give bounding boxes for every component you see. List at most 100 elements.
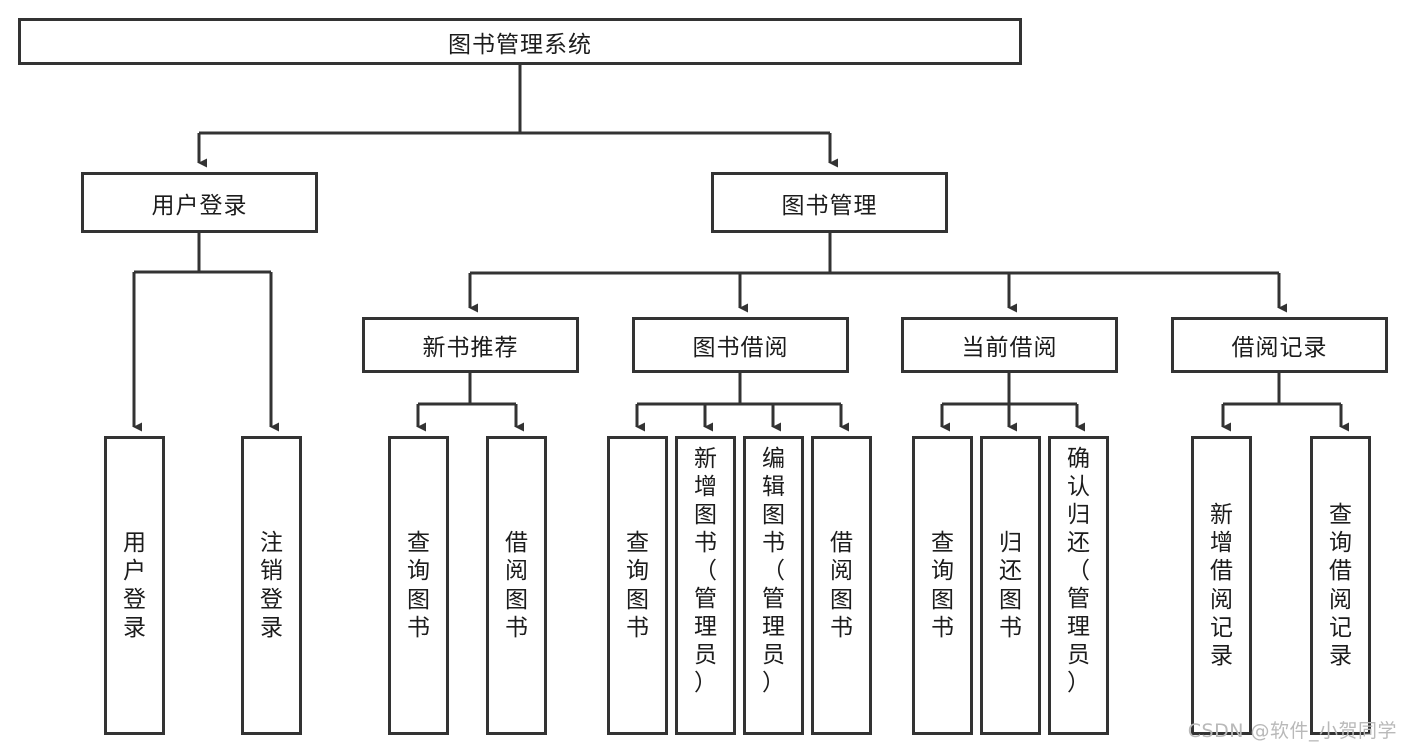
label-char: 书 bbox=[931, 614, 954, 641]
node-current-borrow[interactable]: 当前借阅 bbox=[901, 317, 1118, 373]
node-borrow-record-label: 借阅记录 bbox=[1231, 335, 1328, 361]
node-leaf-query-borrow-record-label: 查询借阅记录 bbox=[1313, 439, 1368, 732]
node-leaf-borrow-book-1-label: 借阅图书 bbox=[489, 439, 544, 732]
label-char: 还 bbox=[999, 558, 1022, 585]
node-leaf-edit-book-admin-label: 编辑图书（管理员） bbox=[746, 439, 801, 738]
node-leaf-query-book-1[interactable]: 查询图书 bbox=[388, 436, 449, 735]
label-char: 书 bbox=[505, 614, 528, 641]
node-leaf-query-book-2[interactable]: 查询图书 bbox=[607, 436, 668, 735]
label-char: ） bbox=[1067, 670, 1090, 697]
label-char: 管 bbox=[694, 586, 717, 613]
label-char: 借 bbox=[1329, 558, 1352, 585]
label-char: 图 bbox=[626, 586, 649, 613]
node-current-borrow-label: 当前借阅 bbox=[961, 335, 1058, 361]
label-char: 询 bbox=[626, 558, 649, 585]
node-leaf-borrow-book-1[interactable]: 借阅图书 bbox=[486, 436, 547, 735]
label-char: 登 bbox=[123, 586, 146, 613]
label-char: 新 bbox=[694, 446, 717, 472]
node-user-login-label: 用户登录 bbox=[151, 192, 248, 219]
node-leaf-confirm-return-admin[interactable]: 确认归还（管理员） bbox=[1048, 436, 1109, 735]
label-char: 查 bbox=[407, 530, 430, 557]
label-char: 图 bbox=[830, 586, 853, 613]
label-char: 书 bbox=[830, 614, 853, 641]
node-leaf-user-login-label: 用户登录 bbox=[107, 439, 162, 732]
node-user-login[interactable]: 用户登录 bbox=[81, 172, 318, 233]
node-leaf-query-borrow-record[interactable]: 查询借阅记录 bbox=[1310, 436, 1371, 735]
label-char: 理 bbox=[1067, 614, 1090, 641]
label-char: 录 bbox=[1329, 642, 1352, 669]
label-char: 还 bbox=[1067, 530, 1090, 557]
node-leaf-logout[interactable]: 注销登录 bbox=[241, 436, 302, 735]
label-char: 录 bbox=[123, 614, 146, 641]
label-char: ） bbox=[762, 670, 785, 697]
label-char: 借 bbox=[505, 530, 528, 557]
node-leaf-add-borrow-record[interactable]: 新增借阅记录 bbox=[1191, 436, 1252, 735]
label-char: 记 bbox=[1210, 614, 1233, 641]
node-leaf-add-borrow-record-label: 新增借阅记录 bbox=[1194, 439, 1249, 732]
label-char: 图 bbox=[407, 586, 430, 613]
label-char: 图 bbox=[931, 586, 954, 613]
label-char: 阅 bbox=[1329, 586, 1352, 613]
label-char: 图 bbox=[762, 502, 785, 529]
label-char: 员 bbox=[694, 642, 717, 669]
label-char: 查 bbox=[931, 530, 954, 557]
node-leaf-return-book[interactable]: 归还图书 bbox=[980, 436, 1041, 735]
label-char: 询 bbox=[1329, 530, 1352, 557]
node-leaf-add-book-admin[interactable]: 新增图书（管理员） bbox=[675, 436, 736, 735]
label-char: 销 bbox=[260, 558, 283, 585]
node-book-borrow[interactable]: 图书借阅 bbox=[632, 317, 849, 373]
label-char: 阅 bbox=[830, 558, 853, 585]
label-char: 记 bbox=[1329, 614, 1352, 641]
label-char: 编 bbox=[762, 446, 785, 472]
label-char: 新 bbox=[1210, 502, 1233, 529]
node-book-manage[interactable]: 图书管理 bbox=[711, 172, 948, 233]
label-char: 用 bbox=[123, 530, 146, 557]
node-new-book-recommend[interactable]: 新书推荐 bbox=[362, 317, 579, 373]
node-leaf-return-book-label: 归还图书 bbox=[983, 439, 1038, 732]
label-char: 阅 bbox=[505, 558, 528, 585]
label-char: 阅 bbox=[1210, 586, 1233, 613]
node-leaf-borrow-book-2[interactable]: 借阅图书 bbox=[811, 436, 872, 735]
label-char: 管 bbox=[1067, 586, 1090, 613]
label-char: 管 bbox=[762, 586, 785, 613]
label-char: 增 bbox=[1210, 530, 1233, 557]
node-book-borrow-label: 图书借阅 bbox=[692, 335, 789, 361]
node-leaf-query-book-1-label: 查询图书 bbox=[391, 439, 446, 732]
node-leaf-query-book-3-label: 查询图书 bbox=[915, 439, 970, 732]
node-leaf-user-login[interactable]: 用户登录 bbox=[104, 436, 165, 735]
csdn-watermark: CSDN @软件_小贺同学 bbox=[1187, 720, 1397, 742]
label-char: 书 bbox=[626, 614, 649, 641]
label-char: 书 bbox=[762, 530, 785, 557]
label-char: 增 bbox=[694, 474, 717, 501]
node-new-book-recommend-label: 新书推荐 bbox=[422, 335, 519, 361]
label-char: 查 bbox=[626, 530, 649, 557]
label-char: 询 bbox=[931, 558, 954, 585]
node-root[interactable]: 图书管理系统 bbox=[18, 18, 1022, 65]
label-char: 确 bbox=[1067, 446, 1090, 472]
label-char: 员 bbox=[762, 642, 785, 669]
node-borrow-record[interactable]: 借阅记录 bbox=[1171, 317, 1388, 373]
label-char: 录 bbox=[260, 614, 283, 641]
label-char: 辑 bbox=[762, 474, 785, 501]
label-char: （ bbox=[1067, 558, 1090, 585]
label-char: （ bbox=[762, 558, 785, 585]
label-char: 户 bbox=[123, 558, 146, 585]
label-char: （ bbox=[694, 558, 717, 585]
node-leaf-edit-book-admin[interactable]: 编辑图书（管理员） bbox=[743, 436, 804, 735]
label-char: 图 bbox=[694, 502, 717, 529]
label-char: 归 bbox=[1067, 502, 1090, 529]
label-char: 理 bbox=[762, 614, 785, 641]
label-char: 借 bbox=[1210, 558, 1233, 585]
node-leaf-query-book-3[interactable]: 查询图书 bbox=[912, 436, 973, 735]
label-char: 书 bbox=[999, 614, 1022, 641]
label-char: 归 bbox=[999, 530, 1022, 557]
label-char: 登 bbox=[260, 586, 283, 613]
node-leaf-add-book-admin-label: 新增图书（管理员） bbox=[678, 439, 733, 738]
node-leaf-confirm-return-admin-label: 确认归还（管理员） bbox=[1051, 439, 1106, 738]
label-char: 书 bbox=[407, 614, 430, 641]
label-char: ） bbox=[694, 670, 717, 697]
node-leaf-logout-label: 注销登录 bbox=[244, 439, 299, 732]
label-char: 录 bbox=[1210, 642, 1233, 669]
node-leaf-borrow-book-2-label: 借阅图书 bbox=[814, 439, 869, 732]
